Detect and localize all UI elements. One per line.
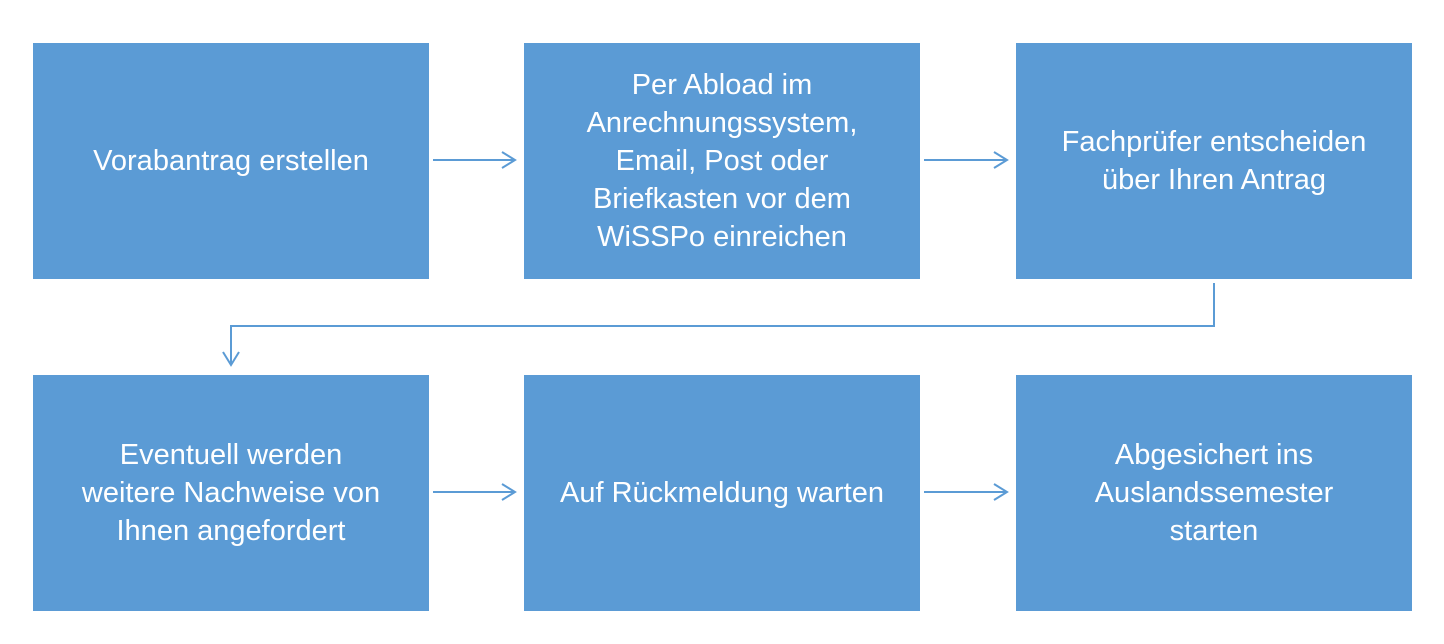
arrow-step3-to-step4: [222, 283, 1215, 367]
arrow-head: [501, 483, 517, 501]
step-box-einreichen: Per Abload im Anrechnungssystem, Email, …: [524, 43, 920, 279]
arrow-step1-to-step2: [433, 151, 517, 169]
step-box-rueckmeldung: Auf Rückmeldung warten: [524, 375, 920, 611]
arrow-head: [993, 483, 1009, 501]
step-label: Fachprüfer entscheiden über Ihren Antrag: [1061, 126, 1367, 196]
arrow-step2-to-step3: [924, 151, 1009, 169]
arrow-line: [230, 283, 1215, 365]
arrow-step5-to-step6: [924, 483, 1009, 501]
step-label: Auf Rückmeldung warten: [560, 477, 884, 509]
step-box-vorabantrag: Vorabantrag erstellen: [33, 43, 429, 279]
step-label: Vorabantrag erstellen: [93, 145, 369, 177]
arrow-head: [222, 351, 240, 367]
arrow-head: [993, 151, 1009, 169]
step-box-fachpruefer: Fachprüfer entscheiden über Ihren Antrag: [1016, 43, 1412, 279]
step-label: Abgesichert ins Auslandssemester starten: [1094, 439, 1334, 547]
step-label: Per Abload im Anrechnungssystem, Email, …: [586, 69, 858, 253]
arrow-step4-to-step5: [433, 483, 517, 501]
step-box-starten: Abgesichert ins Auslandssemester starten: [1016, 375, 1412, 611]
arrow-head: [501, 151, 517, 169]
step-box-nachweise: Eventuell werden weitere Nachweise von I…: [33, 375, 429, 611]
step-label: Eventuell werden weitere Nachweise von I…: [81, 439, 381, 547]
